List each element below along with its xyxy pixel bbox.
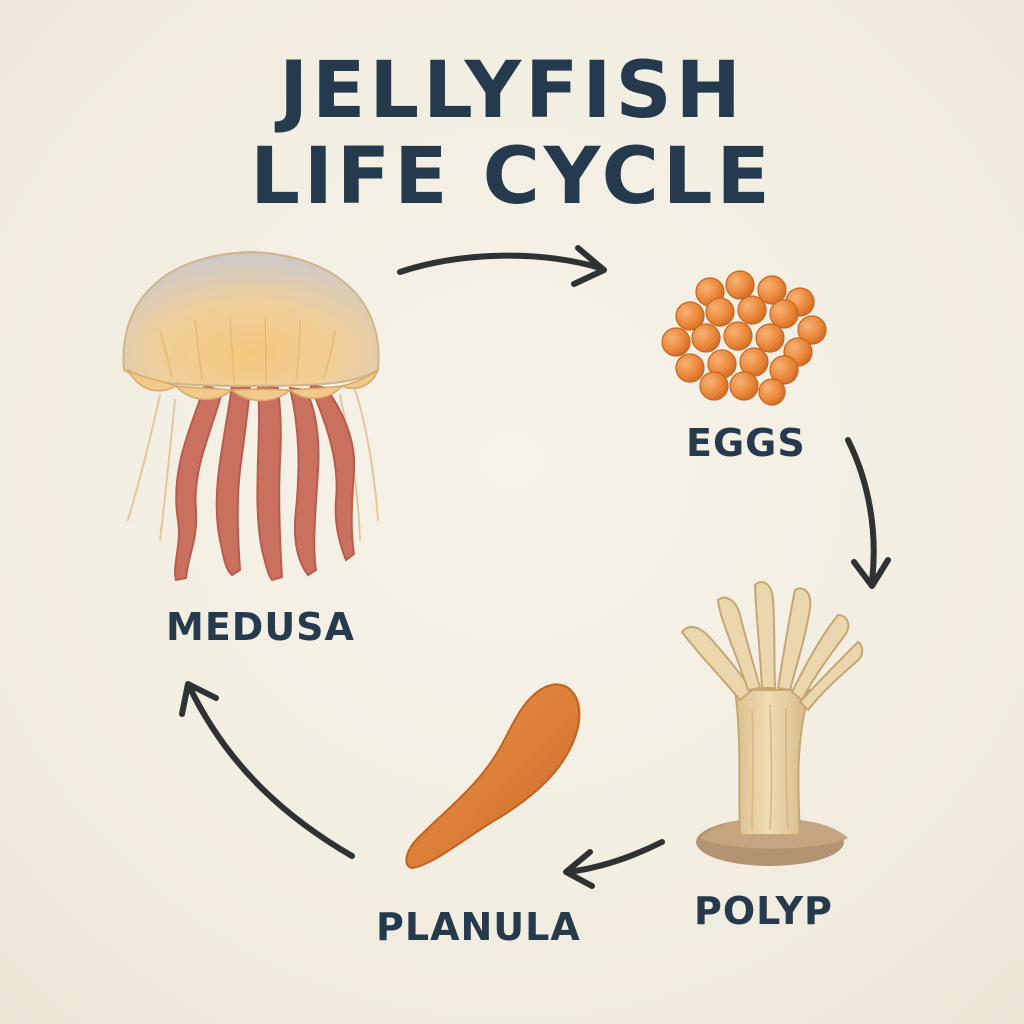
- medusa-illustration: [122, 250, 380, 582]
- arrow-polyp-to-planula: [565, 839, 665, 875]
- title-line-1: JELLYFISH: [279, 46, 745, 136]
- stage-label-medusa: MEDUSA: [166, 605, 355, 649]
- arrow-head-polyp-to-planula: [563, 849, 595, 889]
- arrow-planula-to-medusa: [187, 685, 355, 859]
- eggs-illustration: [661, 270, 827, 406]
- arrow-head-medusa-to-eggs: [571, 245, 607, 287]
- arrow-head-eggs-to-polyp: [851, 557, 891, 589]
- arrow-eggs-to-polyp: [845, 437, 877, 585]
- arrow-medusa-to-eggs: [397, 252, 603, 275]
- stage-label-eggs: EGGS: [686, 421, 806, 465]
- stage-label-polyp: POLYP: [694, 889, 833, 933]
- polyp-illustration: [680, 581, 864, 866]
- title-line-2: LIFE CYCLE: [250, 132, 774, 222]
- stage-label-planula: PLANULA: [376, 905, 581, 949]
- planula-illustration: [405, 683, 581, 870]
- arrow-head-planula-to-medusa: [179, 681, 219, 717]
